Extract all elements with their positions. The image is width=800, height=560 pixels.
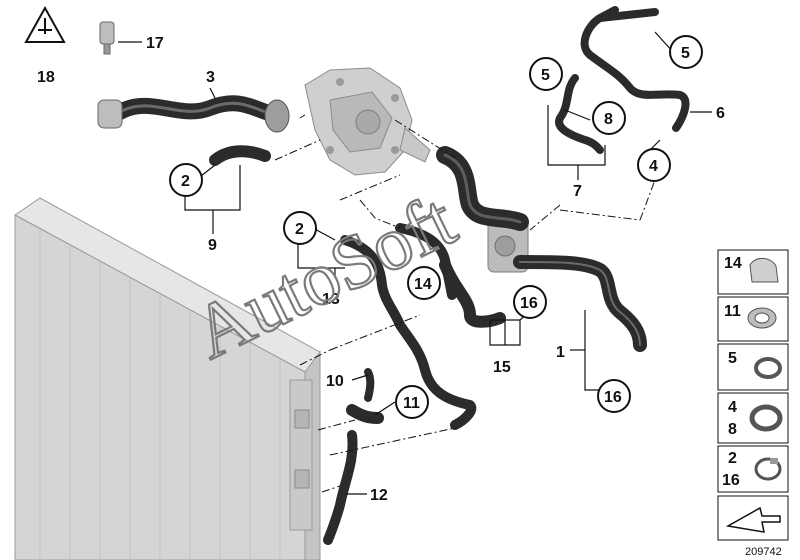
legend-label-11: 11 bbox=[724, 303, 741, 320]
temperature-sensor bbox=[99, 21, 115, 55]
clamp-legend: 14 11 5 4 8 2 16 bbox=[717, 249, 789, 541]
hose-14 bbox=[395, 223, 457, 300]
radiator bbox=[14, 197, 321, 560]
hose-12 bbox=[323, 430, 358, 545]
spring-clamp-icon bbox=[754, 357, 782, 379]
water-pump-housing bbox=[304, 67, 431, 176]
hose-13 bbox=[340, 235, 477, 430]
label-18: 18 bbox=[37, 69, 55, 86]
diagram-number: 209742 bbox=[745, 546, 782, 558]
label-10: 10 bbox=[326, 373, 344, 390]
hose-5-6 bbox=[580, 6, 690, 132]
part-labels: 1 2 2 3 4 5 5 6 7 8 9 10 11 12 13 14 15 … bbox=[37, 35, 725, 504]
hose-clamp-icon bbox=[749, 404, 783, 432]
label-17: 17 bbox=[146, 35, 164, 52]
label-15: 15 bbox=[493, 359, 511, 376]
hose-7 bbox=[555, 74, 604, 154]
label-9: 9 bbox=[208, 237, 217, 254]
label-13: 13 bbox=[322, 291, 340, 308]
warning-triangle-icon bbox=[24, 5, 66, 43]
label-5b: 5 bbox=[541, 67, 550, 84]
label-6: 6 bbox=[716, 105, 725, 122]
label-7: 7 bbox=[573, 183, 582, 200]
hose-10 bbox=[364, 368, 375, 402]
label-3: 3 bbox=[206, 69, 215, 86]
hoses bbox=[97, 6, 690, 545]
arrow-icon bbox=[725, 506, 781, 533]
label-2b: 2 bbox=[295, 221, 304, 238]
legend-label-8: 8 bbox=[728, 421, 737, 438]
label-8: 8 bbox=[604, 111, 613, 128]
hose-11 bbox=[346, 404, 384, 424]
quick-coupling-clamp-icon bbox=[747, 307, 777, 329]
legend-label-16: 16 bbox=[722, 472, 740, 489]
legend-label-2: 2 bbox=[728, 450, 737, 467]
label-1: 1 bbox=[556, 344, 565, 361]
label-14: 14 bbox=[414, 276, 432, 293]
clamp-band-icon bbox=[749, 257, 779, 283]
legend-label-5: 5 bbox=[728, 350, 737, 367]
legend-label-4: 4 bbox=[728, 399, 737, 416]
label-16a: 16 bbox=[520, 295, 538, 312]
label-4: 4 bbox=[649, 158, 658, 175]
label-11: 11 bbox=[403, 395, 420, 412]
legend-label-14: 14 bbox=[724, 255, 742, 272]
callouts bbox=[169, 35, 703, 419]
hose-9 bbox=[209, 145, 271, 166]
label-2a: 2 bbox=[181, 173, 190, 190]
label-12: 12 bbox=[370, 487, 388, 504]
label-5a: 5 bbox=[681, 45, 690, 62]
wire-clamp-icon bbox=[754, 457, 782, 481]
label-16b: 16 bbox=[604, 389, 622, 406]
dash-lines bbox=[274, 114, 656, 493]
hose-upper-center bbox=[436, 146, 529, 231]
